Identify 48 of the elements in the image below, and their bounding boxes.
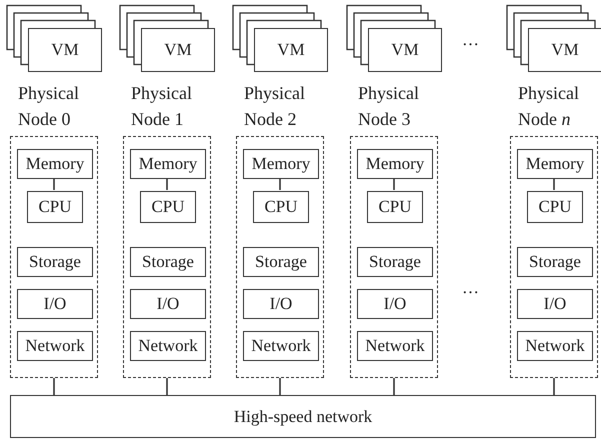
network-bar: High-speed network xyxy=(10,395,596,438)
vm-box: VM xyxy=(141,28,215,72)
component-box: Network xyxy=(17,331,93,361)
connector-line xyxy=(279,178,281,190)
node-heading: Physical Node 3 xyxy=(358,82,420,131)
component-box: Network xyxy=(243,331,319,361)
component-box: Storage xyxy=(243,247,319,277)
component-box: Network xyxy=(130,331,206,361)
vm-box: VM xyxy=(28,28,102,72)
vm-box: VM xyxy=(528,28,601,72)
connector-line xyxy=(166,178,168,190)
component-box: Network xyxy=(517,331,593,361)
node-heading: Physical Node 0 xyxy=(18,82,80,131)
connector-line xyxy=(553,178,555,190)
connector-line xyxy=(553,378,555,395)
node-heading: Physical Node 2 xyxy=(244,82,306,131)
component-box: Memory xyxy=(17,149,93,179)
component-box: Storage xyxy=(17,247,93,277)
component-box: I/O xyxy=(243,289,319,319)
connector-line xyxy=(166,378,168,395)
component-box: CPU xyxy=(27,191,83,223)
component-box: Storage xyxy=(357,247,433,277)
vm-box: VM xyxy=(368,28,442,72)
component-box: I/O xyxy=(517,289,593,319)
node-heading: Physical Node 1 xyxy=(131,82,193,131)
connector-line xyxy=(53,378,55,395)
connector-line xyxy=(393,378,395,395)
connector-line xyxy=(279,378,281,395)
component-box: Storage xyxy=(130,247,206,277)
component-box: CPU xyxy=(527,191,583,223)
component-box: I/O xyxy=(130,289,206,319)
connector-line xyxy=(53,178,55,190)
component-box: CPU xyxy=(140,191,196,223)
component-box: Network xyxy=(357,331,433,361)
component-box: Memory xyxy=(357,149,433,179)
connector-line xyxy=(393,178,395,190)
vm-box: VM xyxy=(254,28,328,72)
component-box: Memory xyxy=(243,149,319,179)
ellipsis-text: … xyxy=(462,278,479,298)
component-box: I/O xyxy=(357,289,433,319)
component-box: Storage xyxy=(517,247,593,277)
ellipsis-text: … xyxy=(462,30,479,50)
node-heading: Physical Node n xyxy=(518,82,580,131)
component-box: Memory xyxy=(517,149,593,179)
component-box: Memory xyxy=(130,149,206,179)
component-box: I/O xyxy=(17,289,93,319)
component-box: CPU xyxy=(367,191,423,223)
component-box: CPU xyxy=(253,191,309,223)
